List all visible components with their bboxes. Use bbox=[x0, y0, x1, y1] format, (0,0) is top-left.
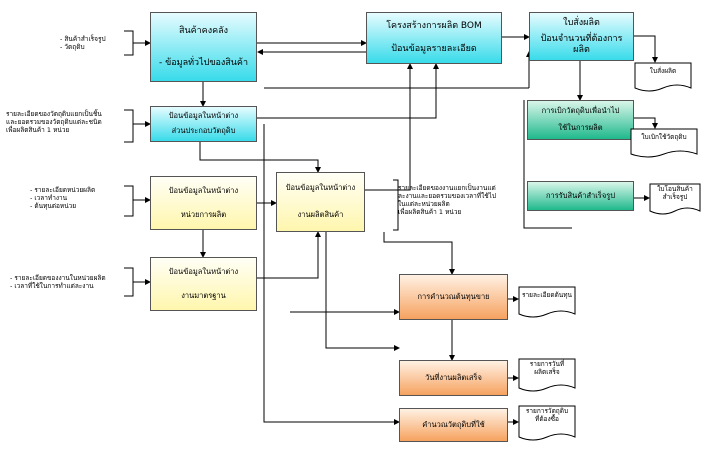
inventory-subtitle: - ข้อมูลทั่วไปของสินค้า bbox=[158, 57, 248, 68]
production-order-box: ใบสั่งผลิต ป้อนจำนวนที่ต้องการผลิต bbox=[529, 12, 634, 61]
completion-date-label: วันที่งานผลิตเสร็จ bbox=[425, 372, 482, 382]
withdraw-doc-text: ใบเบิกใช้วัตถุดิบ bbox=[641, 133, 687, 141]
production-unit-box: ป้อนข้อมูลในหน้าต่าง หน่วยการผลิต bbox=[150, 176, 257, 230]
receive-goods-box: การรับสินค้าสำเร็จรูป bbox=[527, 181, 634, 211]
production-unit-line2: หน่วยการผลิต bbox=[180, 209, 227, 219]
cost-detail-doc-text: รายละเอียดต้นทุน bbox=[522, 291, 572, 299]
standard-note-line: - เวลาที่ใช้ในการทำแต่ละงาน bbox=[10, 282, 94, 291]
transfer-doc-line2: สำเร็จรูป bbox=[662, 192, 688, 201]
unit-note-line: - รายละเอียดหน่วยผลิต bbox=[30, 186, 96, 194]
completion-doc-line2: ผลิตเสร็จ bbox=[534, 367, 560, 376]
inventory-note: - สินค้าสำเร็จรูป - วัตถุดิบ bbox=[60, 35, 106, 51]
production-work-note: รายละเอียดของงานแยกเป็นงานแต่ ละงานและยอ… bbox=[398, 184, 496, 217]
production-unit-line1: ป้อนข้อมูลในหน้าต่าง bbox=[168, 185, 239, 195]
materials-note-line: เพื่อผลิตสินค้า 1 หน่วย bbox=[6, 126, 70, 135]
completion-date-box: วันที่งานผลิตเสร็จ bbox=[399, 360, 508, 396]
production-order-doc-text: ใบสั่งผลิต bbox=[649, 67, 677, 75]
materials-needed-doc-line1: รายการวัตถุดิบ bbox=[525, 407, 569, 415]
materials-input-line2: ส่วนประกอบวัตถุดิบ bbox=[171, 126, 236, 136]
unit-note-line: - ต้นทุนต่อหน่วย bbox=[30, 202, 77, 211]
unit-note-line: - เวลาทำงาน bbox=[30, 194, 68, 203]
production-order-title: ใบสั่งผลิต bbox=[563, 17, 600, 28]
production-unit-note: - รายละเอียดหน่วยผลิต - เวลาทำงาน - ต้นท… bbox=[30, 186, 95, 210]
work-note-line: เพื่อผลิตสินค้า 1 หน่วย bbox=[398, 208, 462, 217]
standard-note-line: - รายละเอียดของงานในหน่วยผลิต bbox=[10, 274, 106, 282]
work-note-line: รายละเอียดของงานแยกเป็นงานแต่ bbox=[398, 184, 496, 192]
material-calc-box: คำนวณวัตถุดิบที่ใช้ bbox=[399, 408, 508, 442]
completion-doc-line1: รายการวันที่ bbox=[529, 360, 565, 368]
inventory-box: สินค้าคงคลัง - ข้อมูลทั่วไปของสินค้า bbox=[150, 12, 257, 82]
cost-calc-box: การคำนวณต้นทุนขาย bbox=[399, 274, 508, 320]
bom-subtitle: ป้อนข้อมูลรายละเอียด bbox=[391, 44, 477, 55]
materials-input-box: ป้อนข้อมูลในหน้าต่าง ส่วนประกอบวัตถุดิบ bbox=[150, 106, 257, 142]
production-work-line1: ป้อนข้อมูลในหน้าต่าง bbox=[285, 183, 356, 193]
work-note-line: ในแต่ละหน่วยผลิต bbox=[398, 200, 450, 209]
materials-note: รายละเอียดของวัตถุดิบแยกเป็นชิ้น และยอดร… bbox=[6, 110, 102, 134]
inventory-note-line: - สินค้าสำเร็จรูป bbox=[60, 35, 106, 43]
bom-box: โครงสร้างการผลิต BOM ป้อนข้อมูลรายละเอีย… bbox=[366, 12, 502, 64]
receive-goods-label: การรับสินค้าสำเร็จรูป bbox=[545, 190, 616, 200]
standard-work-line2: งานมาตรฐาน bbox=[181, 290, 226, 300]
cost-detail-document: รายละเอียดต้นทุน bbox=[518, 286, 576, 320]
withdraw-line2: ใช้ในการผลิต bbox=[558, 123, 603, 133]
withdraw-materials-box: การเบิกวัตถุดิบเพื่อนำไป ใช้ในการผลิต bbox=[527, 100, 634, 140]
cost-calc-label: การคำนวณต้นทุนขาย bbox=[417, 291, 490, 301]
production-work-box: ป้อนข้อมูลในหน้าต่าง งานผลิตสินค้า bbox=[276, 172, 365, 232]
standard-work-note: - รายละเอียดของงานในหน่วยผลิต - เวลาที่ใ… bbox=[10, 274, 106, 290]
materials-note-line: และยอดรวมของวัตถุดิบแต่ละชนิด bbox=[6, 118, 102, 127]
completion-document: รายการวันที่ ผลิตเสร็จ bbox=[518, 358, 576, 394]
standard-work-line1: ป้อนข้อมูลในหน้าต่าง bbox=[168, 266, 239, 276]
materials-needed-doc-line2: ที่ต้องซื้อ bbox=[535, 414, 559, 423]
production-order-document: ใบสั่งผลิต bbox=[634, 62, 692, 94]
bom-title: โครงสร้างการผลิต BOM bbox=[386, 21, 482, 32]
inventory-title: สินค้าคงคลัง bbox=[178, 25, 229, 36]
materials-input-line1: ป้อนข้อมูลในหน้าต่าง bbox=[168, 111, 239, 121]
transfer-document: ใบโอนสินค้า สำเร็จรูป bbox=[649, 183, 701, 217]
production-order-subtitle: ป้อนจำนวนที่ต้องการผลิต bbox=[540, 34, 623, 55]
production-work-line2: งานผลิตสินค้า bbox=[297, 210, 344, 220]
materials-note-line: รายละเอียดของวัตถุดิบแยกเป็นชิ้น bbox=[6, 110, 102, 118]
inventory-note-line: - วัตถุดิบ bbox=[60, 43, 85, 52]
withdraw-line1: การเบิกวัตถุดิบเพื่อนำไป bbox=[541, 106, 620, 116]
material-calc-label: คำนวณวัตถุดิบที่ใช้ bbox=[422, 419, 485, 429]
withdraw-document: ใบเบิกใช้วัตถุดิบ bbox=[630, 128, 698, 160]
work-note-line: ละงานและยอดรวมของเวลาที่ใช้ไป bbox=[398, 192, 497, 201]
materials-needed-document: รายการวัตถุดิบ ที่ต้องซื้อ bbox=[518, 405, 576, 443]
transfer-doc-line1: ใบโอนสินค้า bbox=[657, 185, 693, 193]
standard-work-box: ป้อนข้อมูลในหน้าต่าง งานมาตรฐาน bbox=[150, 257, 257, 311]
